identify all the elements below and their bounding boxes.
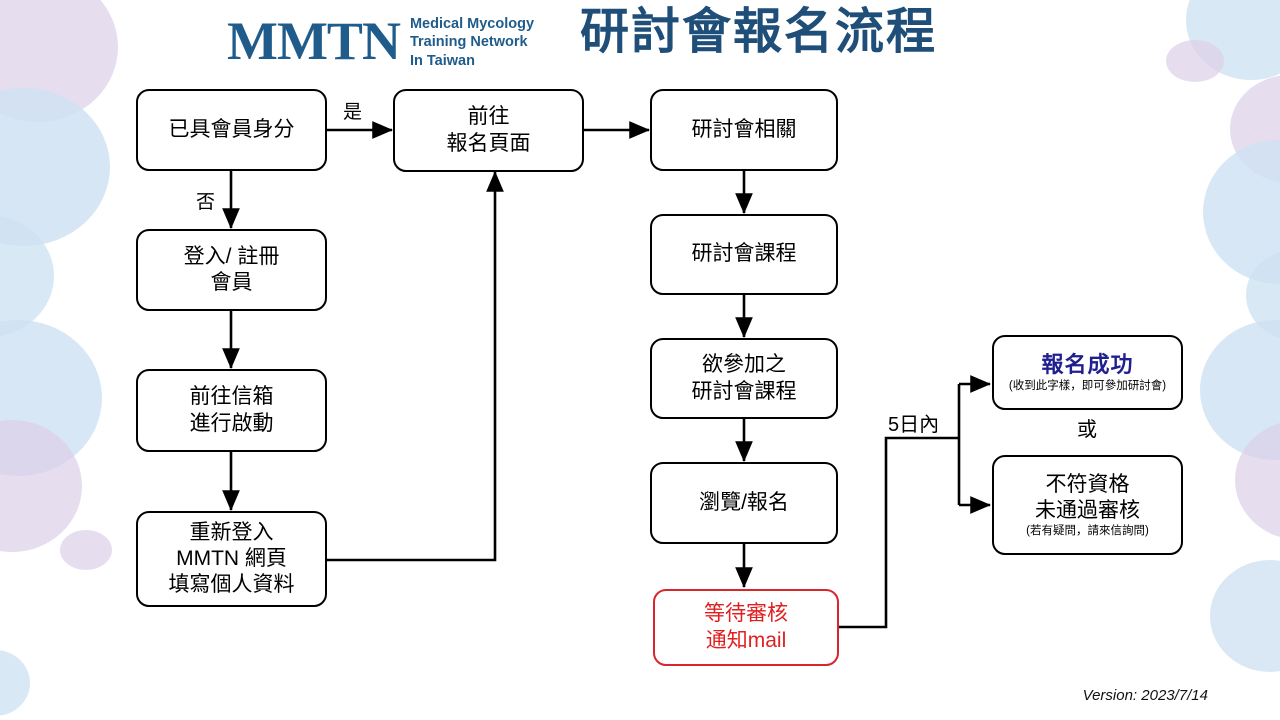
node-apply-success-label: 報名成功 [1041, 352, 1134, 378]
node-browse-apply[interactable]: 瀏覽/報名 [650, 462, 838, 544]
node-desired-course[interactable]: 欲參加之 研討會課程 [650, 338, 838, 419]
node-apply-success-note: (收到此字樣，即可參加研討會) [1008, 379, 1167, 392]
node-browse-apply-label: 瀏覽/報名 [699, 490, 789, 514]
node-seminar-info-label: 研討會相關 [691, 117, 797, 141]
mmtn-logo: MMTN Medical Mycology Training Network I… [227, 8, 567, 74]
version-text: Version: 2023/7/14 [1082, 687, 1208, 704]
node-await-review[interactable]: 等待審核 通知mail [653, 589, 839, 666]
node-seminar-courses-label: 研討會課程 [691, 242, 797, 266]
node-seminar-courses[interactable]: 研討會課程 [650, 214, 838, 295]
logo-subtitle: Medical Mycology Training Network In Tai… [409, 15, 535, 69]
node-activate-mail-label: 前往信箱 進行啟動 [189, 385, 274, 435]
node-relogin-profile-label: 重新登入 MMTN 網頁 填寫個人資料 [168, 520, 295, 597]
edge-label-within-5-days: 5日內 [888, 414, 940, 436]
edge-label-no: 否 [196, 192, 216, 213]
edge-label-or: 或 [1077, 419, 1097, 441]
node-login-register-label: 登入/ 註冊 會員 [183, 244, 280, 294]
node-apply-success[interactable]: 報名成功 (收到此字樣，即可參加研討會) [992, 335, 1183, 410]
node-seminar-info[interactable]: 研討會相關 [650, 89, 838, 171]
edge-label-yes: 是 [343, 102, 363, 123]
node-apply-rejected-label: 不符資格 未通過審核 [1035, 472, 1140, 522]
node-apply-rejected[interactable]: 不符資格 未通過審核 (若有疑問，請來信詢問) [992, 455, 1183, 555]
node-relogin-profile[interactable]: 重新登入 MMTN 網頁 填寫個人資料 [136, 511, 327, 607]
node-registration-page-label: 前往 報名頁面 [446, 105, 531, 155]
node-apply-rejected-note: (若有疑問，請來信詢問) [1026, 524, 1149, 537]
node-registration-page[interactable]: 前往 報名頁面 [393, 89, 584, 172]
node-member-status[interactable]: 已具會員身分 [136, 89, 327, 171]
node-member-status-label: 已具會員身分 [168, 117, 295, 141]
node-activate-mail[interactable]: 前往信箱 進行啟動 [136, 369, 327, 452]
node-desired-course-label: 欲參加之 研討會課程 [691, 353, 797, 403]
page-title: 研討會報名流程 [580, 5, 938, 59]
logo-wordmark: MMTN [227, 11, 401, 71]
node-login-register[interactable]: 登入/ 註冊 會員 [136, 229, 327, 311]
node-await-review-label: 等待審核 通知mail [704, 602, 788, 652]
